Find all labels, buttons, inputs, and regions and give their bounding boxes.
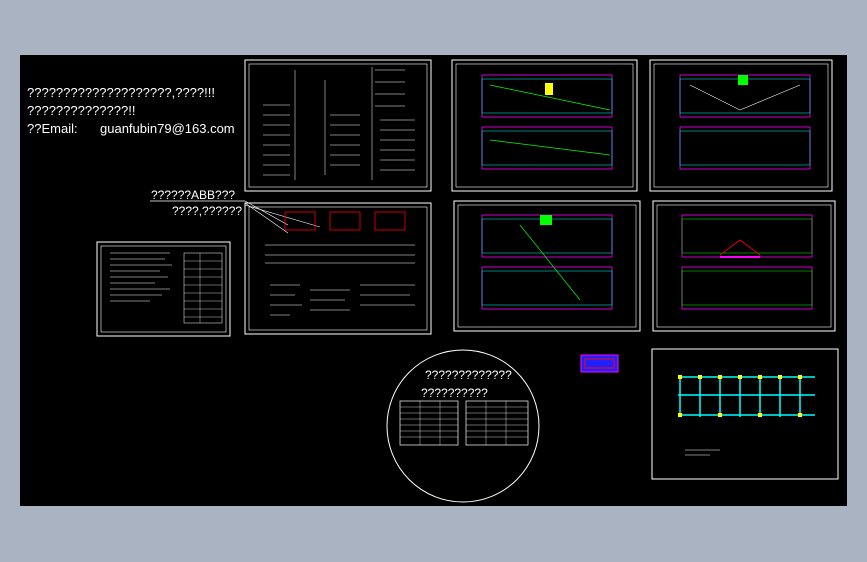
sheet-floor-plan-3[interactable] <box>453 200 641 332</box>
email-label: ??Email: <box>27 121 78 136</box>
title-stamp[interactable] <box>580 354 619 373</box>
sheet-floor-plan-4[interactable] <box>652 200 836 332</box>
sheet-panel-diagram[interactable] <box>244 202 432 335</box>
circle-title-line-2: ?????????? <box>421 386 488 400</box>
sheet-structural-plan[interactable] <box>651 348 839 480</box>
sheet-system-diagram[interactable] <box>244 59 432 192</box>
cad-drawing-canvas[interactable]: ????????????????????,????!!! ???????????… <box>20 55 847 506</box>
email-value: guanfubin79@163.com <box>100 121 235 136</box>
sheet-floor-plan-2[interactable] <box>649 59 833 192</box>
annotation-line-2: ????,?????? <box>172 204 243 218</box>
note-line-1: ????????????????????,????!!! <box>27 85 215 100</box>
annotation-line-1: ??????ABB??? <box>151 188 236 202</box>
note-line-2: ??????????????!! <box>27 103 136 118</box>
cad-geometry <box>96 59 839 503</box>
sheet-floor-plan-1[interactable] <box>451 59 638 192</box>
circle-title-line-1: ????????????? <box>425 368 512 382</box>
sheet-legend[interactable] <box>96 241 231 337</box>
circle-callout[interactable] <box>386 349 540 503</box>
